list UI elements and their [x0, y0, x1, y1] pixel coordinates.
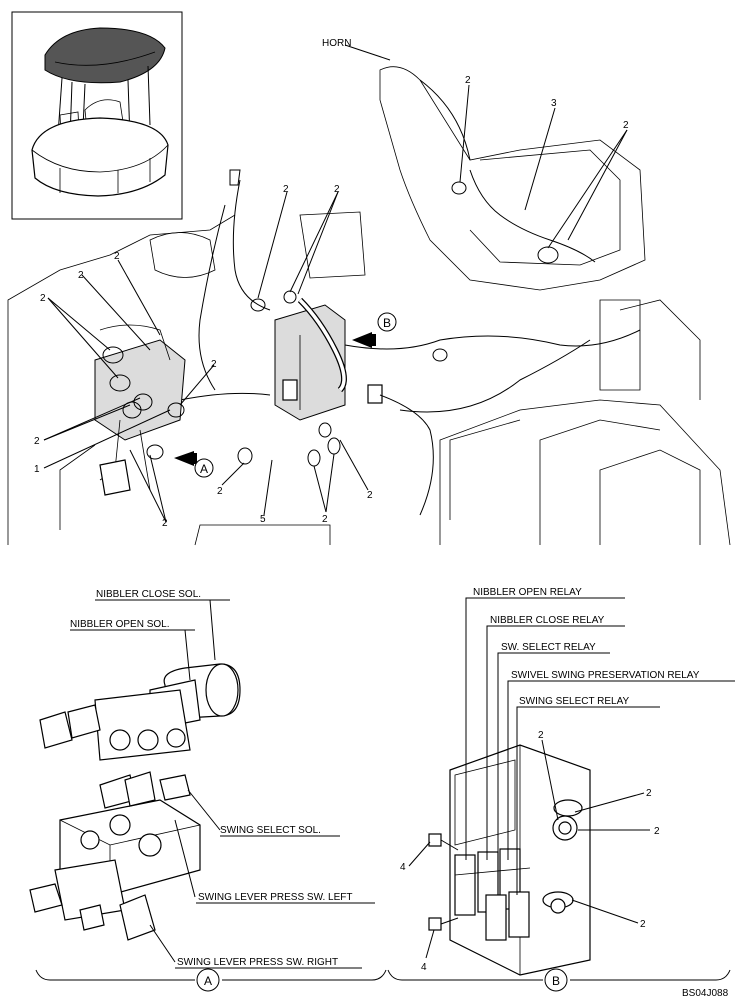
detail-brackets	[35, 968, 731, 992]
callout-2: 2	[640, 919, 646, 930]
callout-5: 5	[260, 514, 266, 525]
callout-2: 2	[646, 788, 652, 799]
main-assembly	[7, 44, 731, 546]
label-horn: HORN	[322, 38, 351, 49]
callout-2: 2	[367, 490, 373, 501]
callout-4: 4	[421, 962, 427, 973]
callout-2: 2	[34, 436, 40, 447]
label-nibbler-open-sol: NIBBLER OPEN SOL.	[70, 619, 169, 630]
callout-2: 2	[217, 486, 223, 497]
label-swivel-swing-relay: SWIVEL SWING PRESERVATION RELAY	[511, 670, 700, 681]
callout-4: 4	[400, 862, 406, 873]
view-marker-a: A	[200, 462, 208, 476]
detail-a-valves	[29, 599, 375, 969]
callout-2: 2	[283, 184, 289, 195]
label-nibbler-close-sol: NIBBLER CLOSE SOL.	[96, 589, 201, 600]
callout-2: 2	[654, 826, 660, 837]
view-arrow-b	[352, 312, 397, 348]
detail-b-relays	[408, 597, 735, 976]
callout-2: 2	[334, 184, 340, 195]
label-nibbler-close-relay: NIBBLER CLOSE RELAY	[490, 615, 605, 626]
callout-2: 2	[78, 270, 84, 281]
callout-2: 2	[114, 251, 120, 262]
label-swing-lever-left: SWING LEVER PRESS SW. LEFT	[198, 892, 352, 903]
bracket-marker-b: B	[552, 974, 560, 988]
inset-overview	[11, 11, 183, 220]
bracket-marker-a: A	[204, 974, 212, 988]
callout-1: 1	[34, 464, 40, 475]
label-swing-select-sol: SWING SELECT SOL.	[220, 825, 321, 836]
callout-2: 2	[322, 514, 328, 525]
callout-3: 3	[551, 98, 557, 109]
label-swing-lever-right: SWING LEVER PRESS SW. RIGHT	[177, 957, 338, 968]
label-sw-select-relay: SW. SELECT RELAY	[501, 642, 596, 653]
callout-2: 2	[623, 120, 629, 131]
view-arrow-a	[174, 451, 214, 478]
callout-2: 2	[162, 518, 168, 529]
callout-2: 2	[465, 75, 471, 86]
label-swing-select-relay: SWING SELECT RELAY	[519, 696, 630, 707]
callout-2: 2	[40, 293, 46, 304]
figure-code: BS04J088	[682, 988, 729, 999]
label-nibbler-open-relay: NIBBLER OPEN RELAY	[473, 587, 582, 598]
view-marker-b: B	[383, 316, 391, 330]
callout-2: 2	[211, 359, 217, 370]
callout-2: 2	[538, 730, 544, 741]
